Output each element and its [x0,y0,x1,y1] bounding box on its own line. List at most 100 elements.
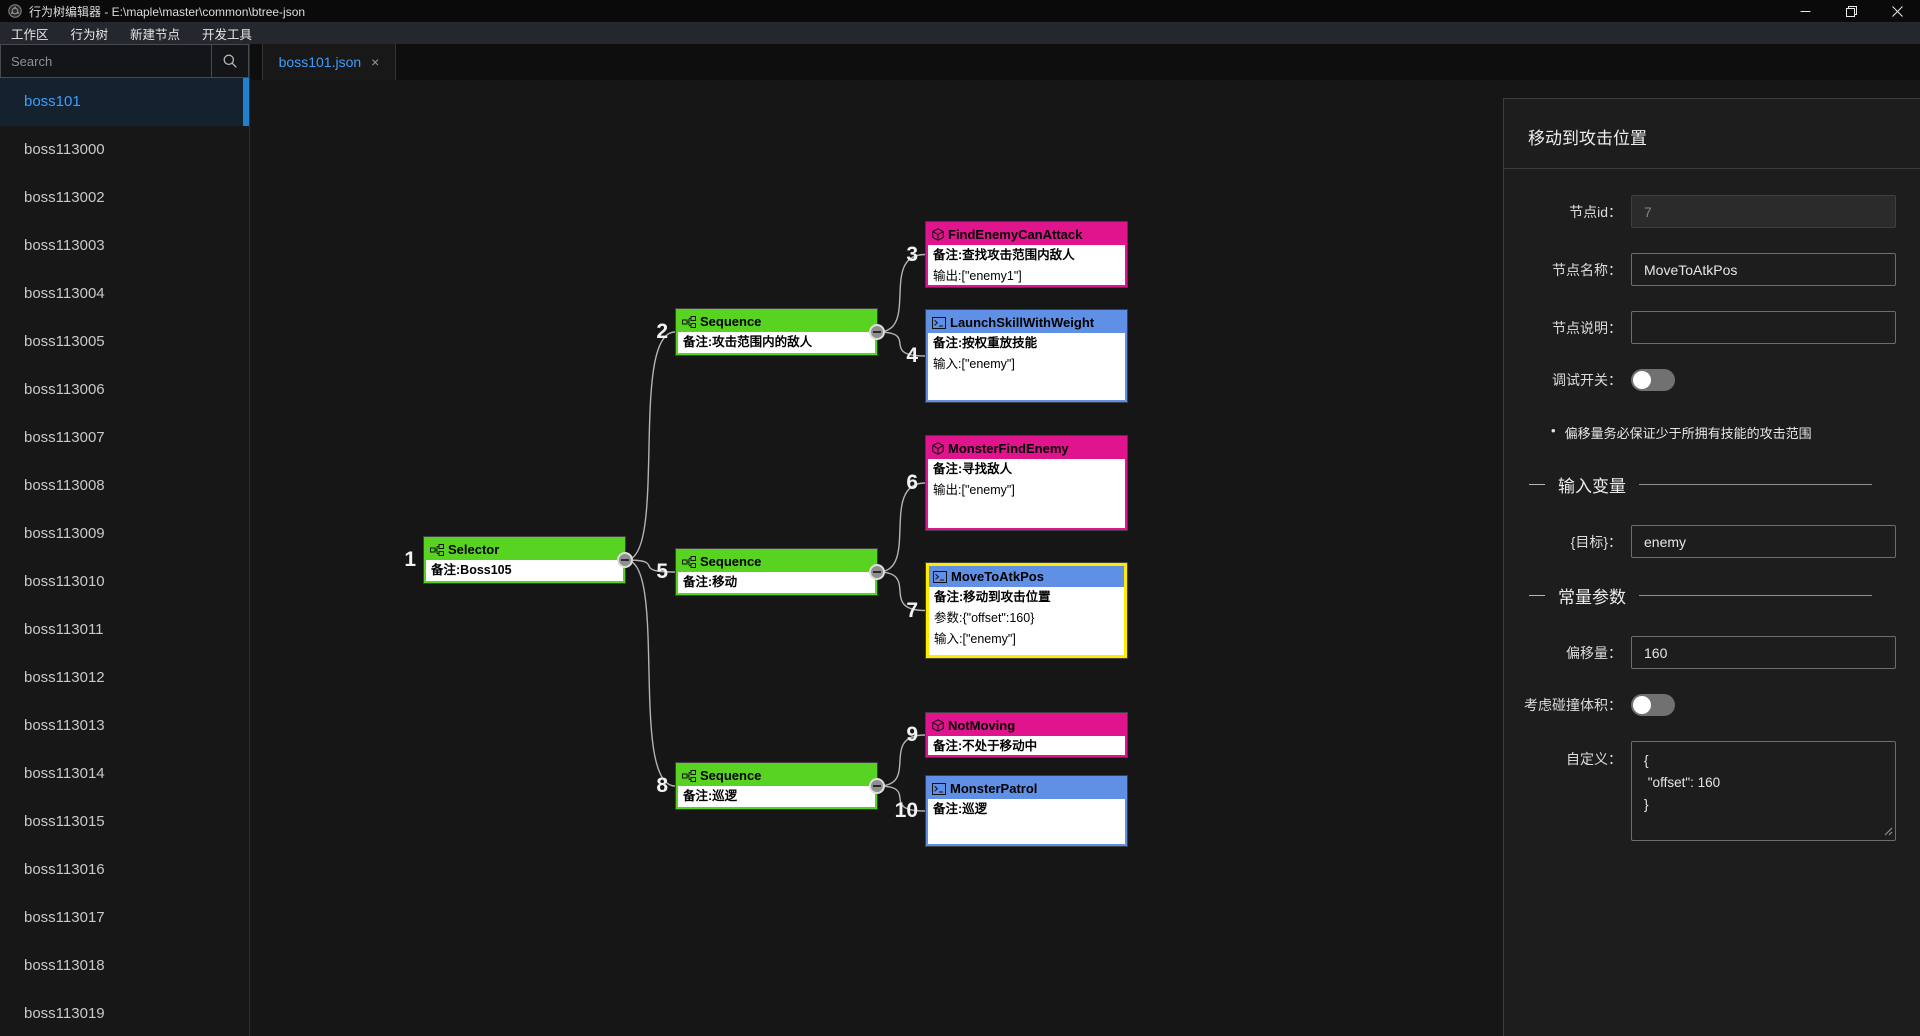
cube-icon [932,228,944,241]
collapse-button[interactable] [617,552,633,568]
sidebar-item-boss113017[interactable]: boss113017 [24,909,105,926]
menu-item-2[interactable]: 行为树 [70,27,109,42]
hint-note-text: 偏移量务必保证少于所拥有技能的攻击范围 [1564,426,1812,441]
node-number: 8 [656,774,668,797]
collision-toggle[interactable] [1631,694,1675,716]
debug-toggle[interactable] [1631,369,1675,391]
menu-item-3[interactable]: 新建节点 [130,27,181,42]
sidebar-item-boss113003[interactable]: boss113003 [24,237,105,254]
resize-handle-icon[interactable] [1884,823,1893,841]
sidebar-item-boss113014[interactable]: boss113014 [24,765,105,782]
tree-edge [877,571,926,612]
custom-json-field[interactable]: { "offset": 160 } [1631,741,1896,841]
node-desc-field[interactable] [1631,311,1896,344]
node-desc-label: 节点说明： [1552,319,1622,336]
tree-edge [877,253,926,333]
search-button[interactable] [211,45,248,77]
node-name-field[interactable] [1631,253,1896,286]
collapse-button[interactable] [869,324,885,340]
window-title: 行为树编辑器 - E:\maple\master\common\btree-js… [29,4,306,19]
node-title: Selector [448,542,500,557]
sidebar-item-boss113009[interactable]: boss113009 [24,525,105,542]
sidebar-item-boss113015[interactable]: boss113015 [24,813,105,830]
tree-node-MonsterPatrol[interactable]: MonsterPatrol 备注:巡逻 [926,776,1127,846]
composite-icon [682,769,696,782]
minimize-button[interactable] [1782,0,1828,22]
sidebar-item-boss113013[interactable]: boss113013 [24,717,105,734]
offset-label: 偏移量： [1566,644,1622,661]
menu-item-4[interactable]: 开发工具 [202,27,253,42]
debug-switch-label: 调试开关： [1552,372,1622,388]
node-line: 备注:Boss105 [431,563,512,577]
sidebar: boss101 boss113000 boss113002 boss113003 bos… [0,44,250,1036]
node-number: 4 [906,344,918,367]
tree-edge [877,482,926,573]
tree-edge [625,559,676,573]
node-line: 备注:巡逻 [933,802,988,816]
search-icon [223,54,237,68]
tree-node-Sequence[interactable]: Sequence 备注:攻击范围内的敌人 [676,309,877,355]
node-line: 输出:["enemy1"] [933,269,1022,283]
sidebar-item-boss113006[interactable]: boss113006 [24,381,105,398]
node-line: 备注:巡逻 [683,789,738,803]
target-field[interactable] [1631,525,1896,558]
node-number: 6 [906,471,918,494]
node-title: MoveToAtkPos [951,569,1044,584]
collapse-button[interactable] [869,564,885,580]
node-line: 输入:["enemy"] [933,357,1015,371]
node-title: LaunchSkillWithWeight [950,315,1095,330]
restore-icon [1845,5,1857,17]
menu-item-1[interactable]: 工作区 [11,27,49,42]
minimize-icon [1800,10,1810,12]
tab-boss101-json[interactable]: boss101.json × [262,44,396,80]
node-line: 备注:攻击范围内的敌人 [683,335,813,349]
sidebar-item-boss113012[interactable]: boss113012 [24,669,105,686]
sidebar-item-boss113002[interactable]: boss113002 [24,189,105,206]
tree-node-Selector[interactable]: Selector 备注:Boss105 [424,537,625,583]
tab-label: boss101.json [278,54,362,70]
sidebar-item-boss113004[interactable]: boss113004 [24,285,105,302]
sidebar-item-boss113010[interactable]: boss113010 [24,573,105,590]
sidebar-item-boss113018[interactable]: boss113018 [24,957,105,974]
sidebar-item-boss113008[interactable]: boss113008 [24,477,105,494]
node-number: 7 [906,598,918,622]
sidebar-item-boss101[interactable]: boss101 [0,78,249,126]
restore-button[interactable] [1828,0,1874,22]
node-number: 9 [906,723,918,746]
node-title: FindEnemyCanAttack [948,227,1083,242]
node-header: Selector [426,539,623,560]
node-number: 3 [906,242,918,266]
close-button[interactable] [1874,0,1920,22]
app-icon [8,4,22,18]
node-header: MonsterPatrol [928,778,1125,799]
search-input[interactable] [1,45,211,77]
node-line: 参数:{"offset":160} [934,611,1035,625]
close-icon [1891,5,1903,17]
sidebar-item-boss113011[interactable]: boss113011 [24,621,104,638]
properties-panel: 移动到攻击位置 节点id： 节点名称： 节点说明： 调试开关： [1503,98,1920,1036]
node-line: 备注:移动到攻击位置 [934,590,1051,604]
node-header: Sequence [678,311,875,332]
tab-close-icon[interactable]: × [371,54,380,70]
node-line: 输入:["enemy"] [934,632,1016,646]
tree-node-MoveToAtkPos[interactable]: MoveToAtkPos 备注:移动到攻击位置参数:{"offset":160} 输… [926,563,1127,658]
sidebar-item-boss113000[interactable]: boss113000 [24,141,105,158]
sidebar-item-boss113005[interactable]: boss113005 [24,333,105,350]
section-input-vars: 输入变量 [1529,472,1872,497]
sidebar-item-boss113016[interactable]: boss113016 [24,861,105,878]
offset-field[interactable] [1631,636,1896,669]
cube-icon [932,719,944,732]
section-rule [1639,595,1872,596]
sidebar-item-boss113007[interactable]: boss113007 [24,429,105,446]
node-header: LaunchSkillWithWeight [928,312,1125,333]
terminal-icon [932,782,946,795]
collapse-button[interactable] [869,778,885,794]
node-title: Sequence [700,314,762,329]
sidebar-item-boss113019[interactable]: boss113019 [24,1005,105,1022]
